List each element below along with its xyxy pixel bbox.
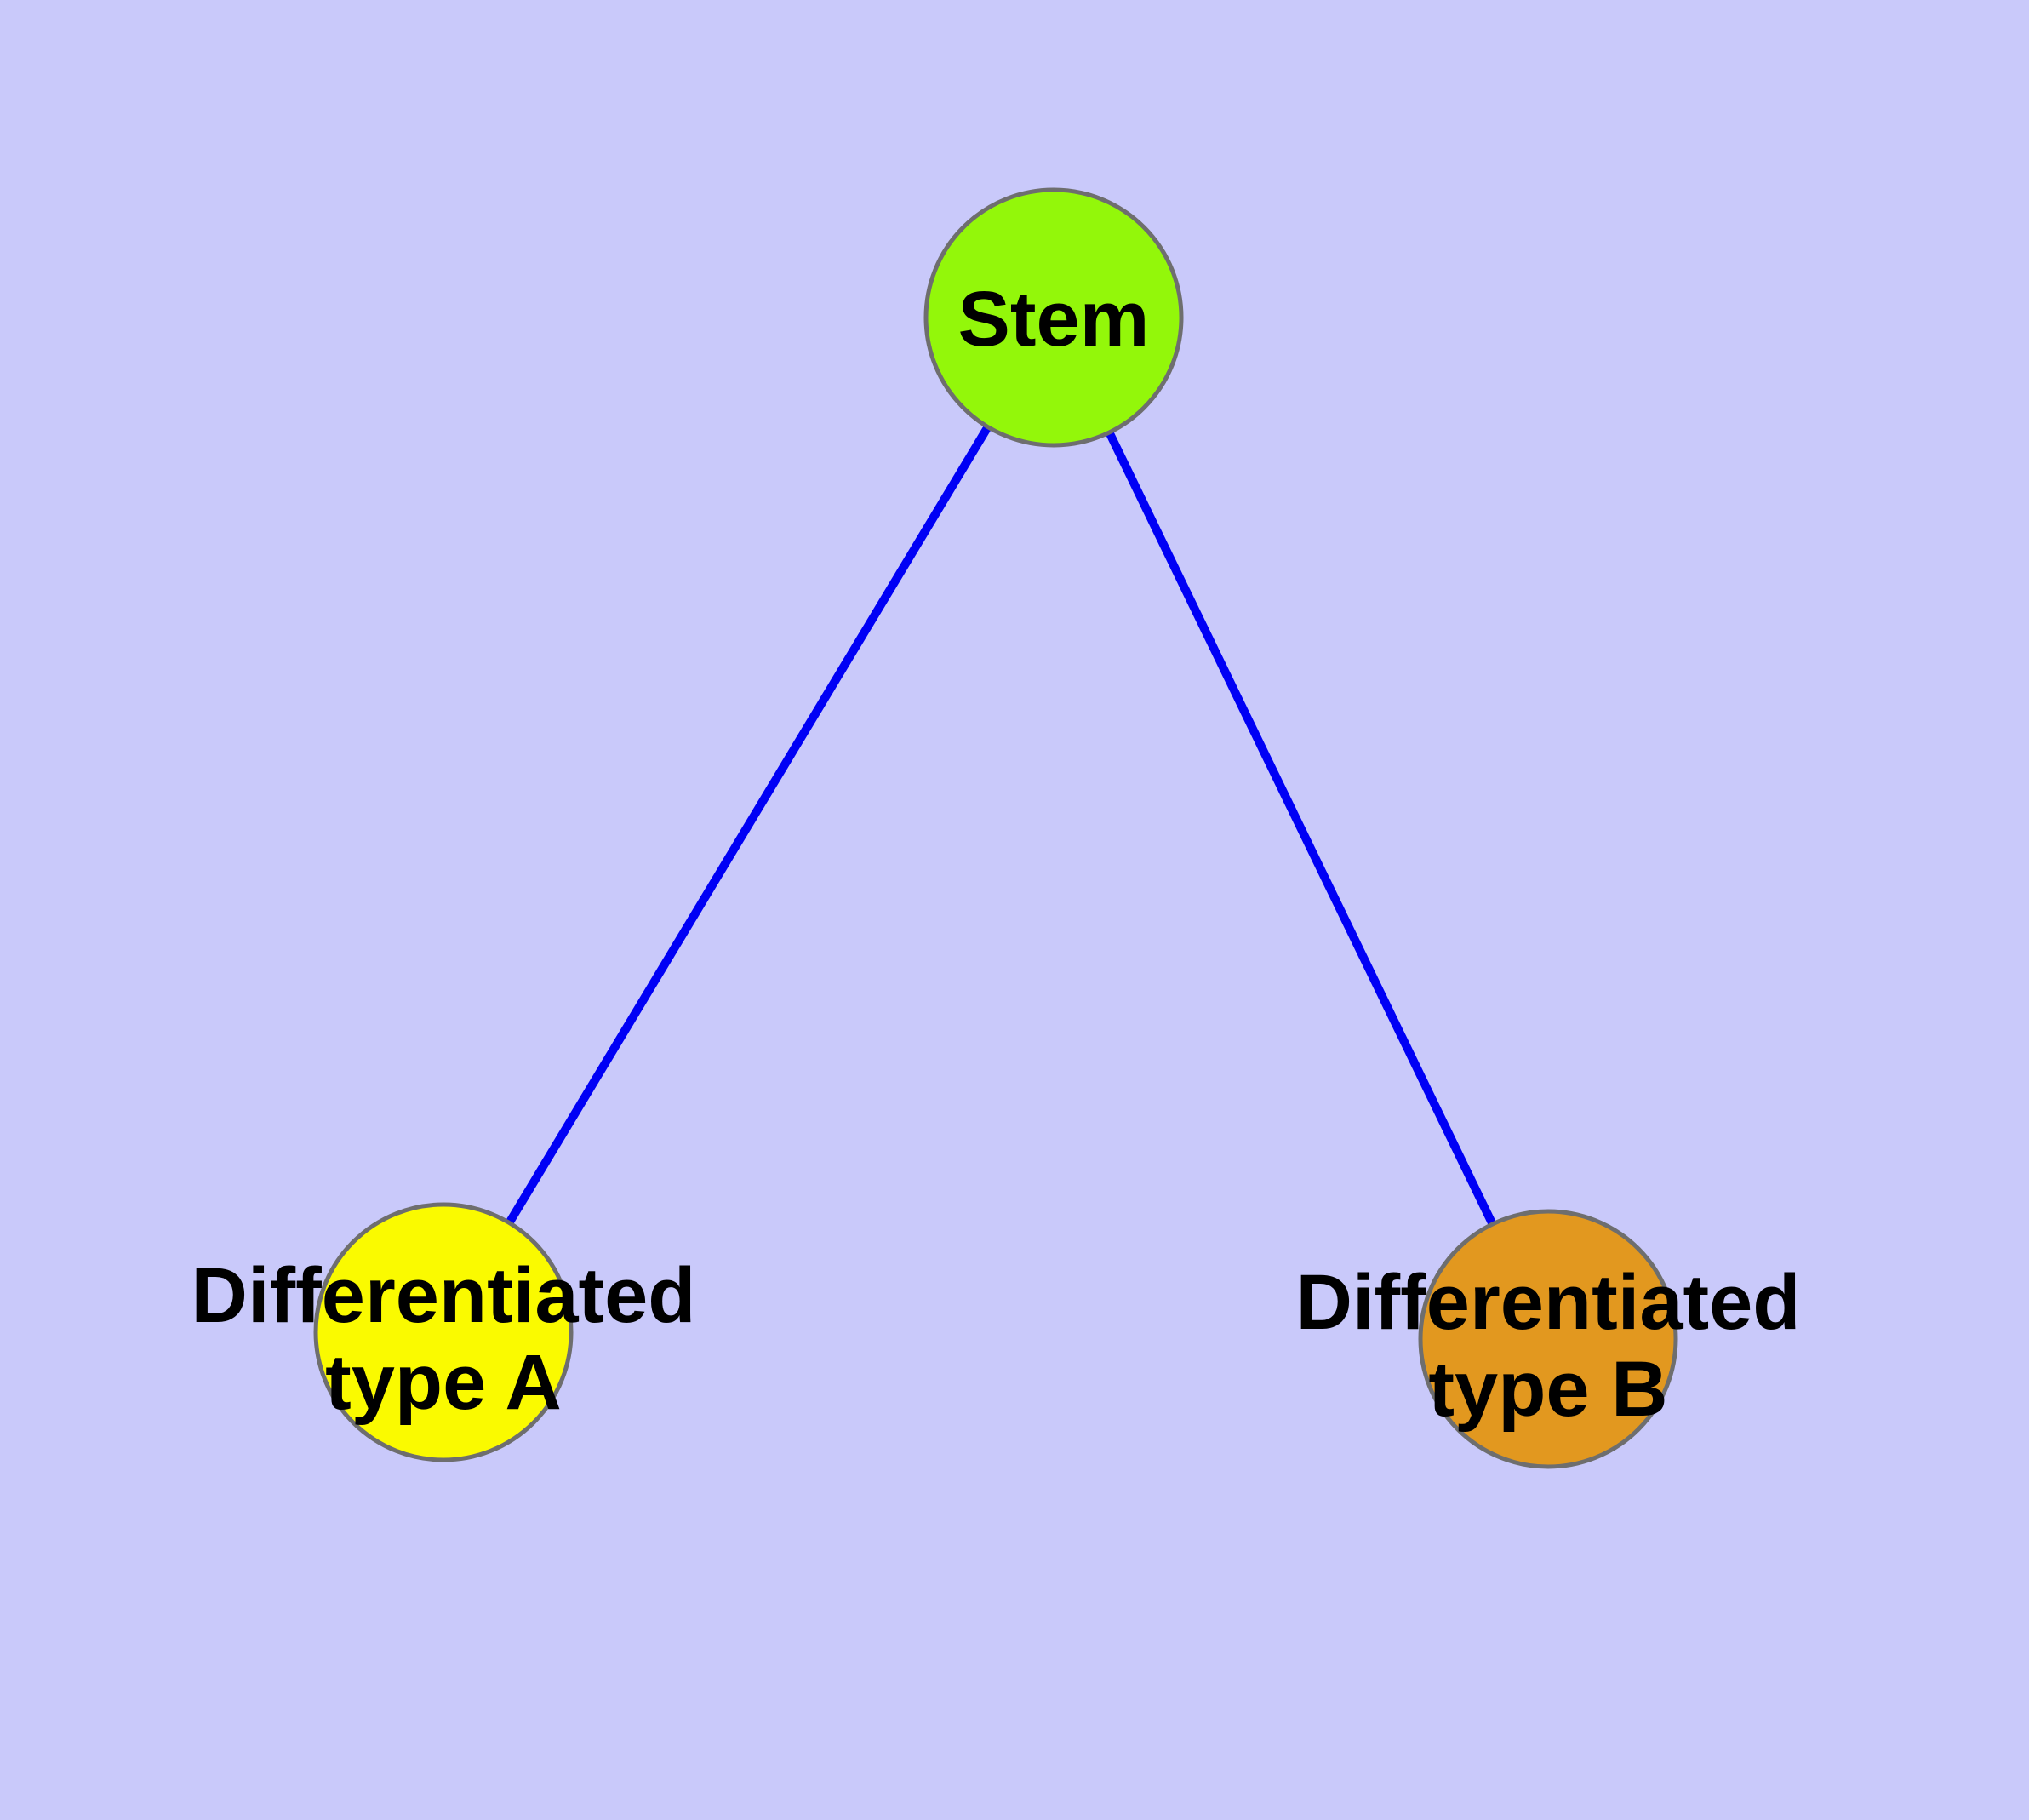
node-label-stem-line-1: Stem xyxy=(958,276,1150,363)
node-label-differentiated-type-b-line-1: Differentiated xyxy=(1296,1259,1801,1346)
node-circle-stem[interactable] xyxy=(923,187,1184,448)
node-circle-differentiated-type-b[interactable] xyxy=(1418,1209,1678,1469)
edge-stem-to-differentiated-type-b xyxy=(1105,430,1497,1227)
node-label-differentiated-type-a-line-2: type A xyxy=(325,1339,562,1426)
node-label-differentiated-type-b-line-2: type B xyxy=(1428,1346,1667,1433)
node-stem[interactable]: Stem xyxy=(923,187,1184,448)
node-circle-differentiated-type-a[interactable] xyxy=(313,1202,574,1462)
edge-stem-to-differentiated-type-a xyxy=(506,424,992,1226)
node-label-differentiated-type-a-line-1: Differentiated xyxy=(191,1252,696,1339)
